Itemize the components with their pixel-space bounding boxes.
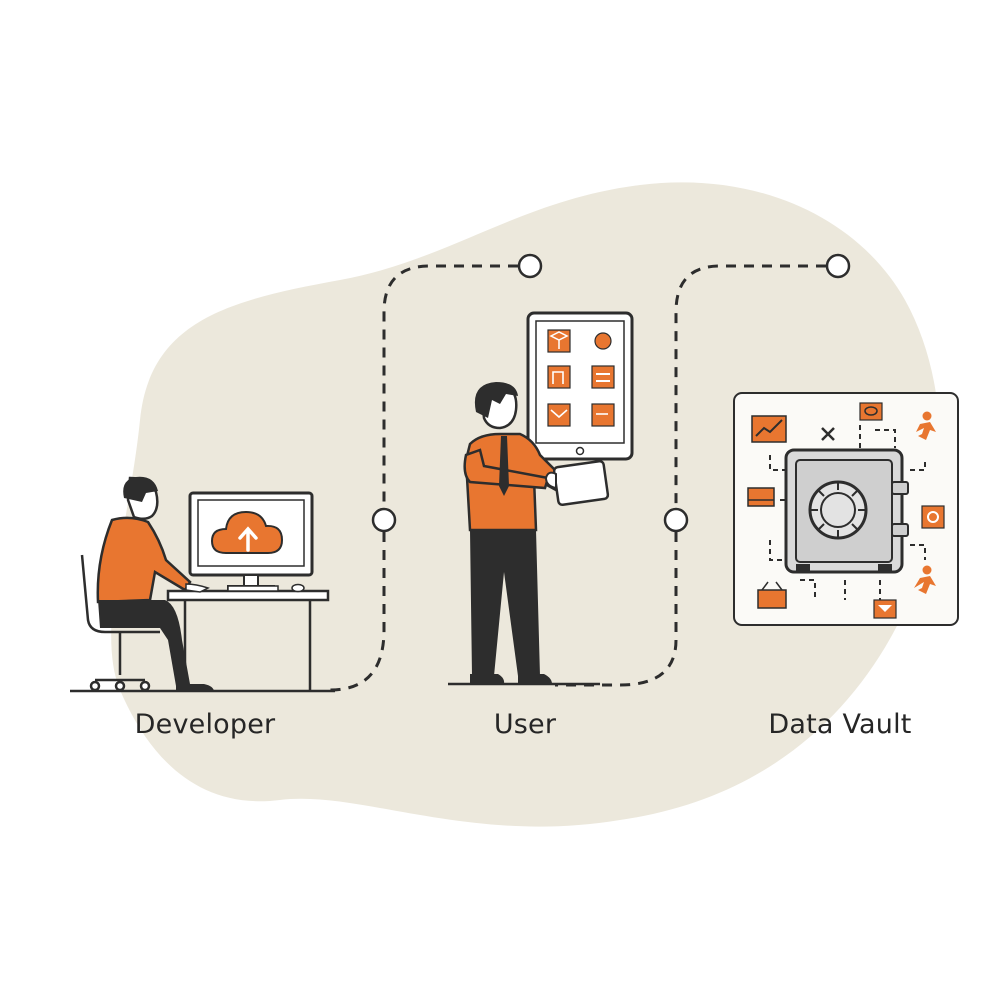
developer-person: [96, 476, 214, 692]
data-vault-label: Data Vault: [768, 709, 912, 740]
cloud-icon: [859, 402, 883, 421]
list-icon: [591, 365, 615, 389]
developer-label: Developer: [134, 709, 276, 740]
card-icon: [747, 487, 775, 507]
runner-icon: [916, 411, 936, 440]
developer-scene: [70, 476, 335, 693]
runner-icon: [914, 565, 936, 594]
user-person: [463, 382, 610, 684]
safe-icon: [784, 448, 909, 574]
user-label: User: [493, 709, 557, 740]
user-scene: [448, 311, 634, 686]
document-icon: [547, 365, 571, 389]
chart-icon: [751, 415, 787, 443]
plug-icon: [921, 505, 945, 529]
flow-connectors: [329, 264, 826, 692]
basket-icon: [757, 581, 787, 609]
mail-icon: [547, 403, 571, 427]
cloud-upload-icon: [210, 510, 284, 554]
chair-icon: [80, 554, 160, 692]
filter-icon: [873, 599, 897, 619]
chat-icon: [591, 403, 615, 427]
vault-scene: [733, 392, 959, 626]
connector-nodes: [371, 253, 851, 533]
tablet-icon: [526, 311, 634, 461]
